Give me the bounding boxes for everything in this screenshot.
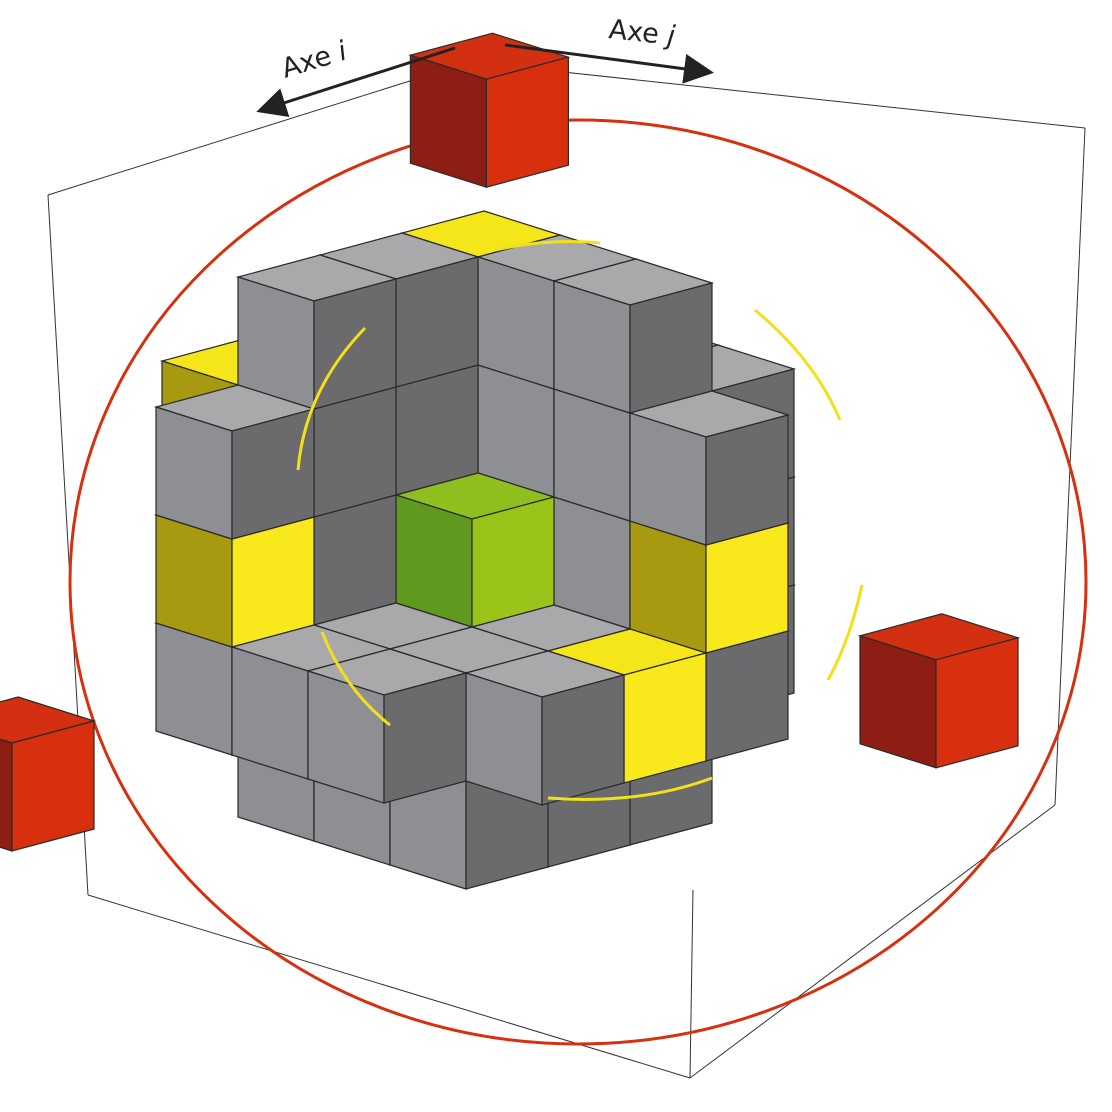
red-cube-left-face (859, 634, 937, 769)
yellow-path (296, 240, 864, 801)
bounding-box (47, 61, 1086, 1079)
grey-cube-left-face (155, 406, 233, 540)
grey-cube-right-face (395, 256, 479, 388)
red-cube (857, 613, 1021, 769)
axis-i-arrow (256, 46, 456, 117)
grey-cube (235, 254, 399, 410)
axis-j-arrow (504, 43, 714, 84)
grey-cube-right-face (313, 494, 397, 626)
axis-j-label: Axe j (607, 14, 677, 52)
grey-cube-left-face (553, 280, 631, 414)
grey-cube-left-face (477, 256, 555, 390)
grey-cube (551, 258, 715, 414)
red-circle (68, 118, 1088, 1046)
axis-i-label: Axe i (278, 36, 351, 85)
grey-cube-left-face (307, 670, 385, 804)
grey-cube (463, 650, 627, 806)
grey-cube-right-face (705, 630, 789, 762)
grey-cube (153, 384, 317, 540)
grey-cube-right-face (313, 386, 397, 518)
grey-cube-right-face (383, 672, 467, 804)
grey-cube (305, 648, 469, 804)
green-cube (393, 472, 557, 628)
red-cube-right-face (11, 720, 95, 852)
yellow-cube-right-face (231, 516, 315, 648)
grey-cube-left-face (465, 672, 543, 806)
grey-cube-left-face (629, 412, 707, 546)
red-cube-right-face (935, 637, 1019, 769)
red-cube (0, 696, 97, 852)
voxel-cubes (0, 32, 1021, 890)
grey-cube-right-face (231, 408, 315, 540)
grey-cube-right-face (541, 674, 625, 806)
grey-cube-right-face (395, 364, 479, 496)
grey-cube-left-face (231, 646, 309, 780)
yellow-cube-right-face (705, 522, 789, 654)
grey-cube (627, 390, 791, 546)
grey-cube-right-face (629, 282, 713, 414)
green-cube-right-face (471, 496, 555, 628)
grey-cube-right-face (313, 278, 397, 410)
red-cube-left-face (409, 54, 487, 189)
red-cube-right-face (485, 56, 570, 188)
grey-cube-right-face (705, 414, 789, 546)
red-cube (408, 32, 571, 189)
yellow-cube-right-face (623, 652, 707, 784)
